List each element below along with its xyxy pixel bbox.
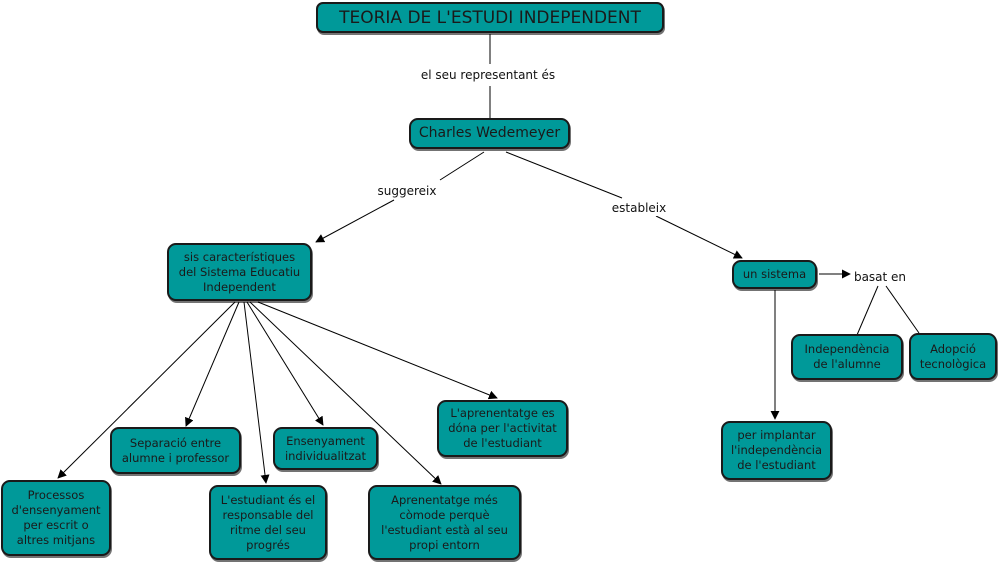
node-learner-independence[interactable]: Independència de l'alumne bbox=[791, 334, 903, 380]
link-char-to-activity bbox=[257, 301, 498, 400]
node-char-processes[interactable]: Processos d'ensenyament per escrit o alt… bbox=[1, 480, 111, 556]
link-char-to-rhythm bbox=[243, 301, 270, 484]
node-tech-adoption[interactable]: Adopció tecnològica bbox=[909, 333, 997, 380]
link-label-suggests: suggereix bbox=[374, 183, 440, 199]
node-implant[interactable]: per implantar l'independència de l'estud… bbox=[721, 421, 832, 480]
node-char-activity[interactable]: L'aprenentatge es dóna per l'activitat d… bbox=[437, 400, 568, 457]
link-wedemeyer-to-estableix bbox=[505, 151, 623, 199]
node-char-rhythm[interactable]: L'estudiant és el responsable del ritme … bbox=[209, 485, 327, 560]
link-char-to-comfort bbox=[249, 301, 442, 485]
node-char-comfort[interactable]: Aprenentatge més còmode perquè l'estudia… bbox=[368, 485, 521, 560]
node-system[interactable]: un sistema bbox=[732, 260, 817, 289]
link-suggereix-to-characteristics bbox=[315, 199, 395, 243]
link-char-to-processes bbox=[57, 301, 236, 479]
node-char-separation[interactable]: Separació entre alumne i professor bbox=[110, 427, 241, 474]
node-charles-wedemeyer[interactable]: Charles Wedemeyer bbox=[409, 118, 570, 149]
link-estableix-to-system bbox=[655, 215, 743, 259]
link-label-representative: el seu representant és bbox=[417, 67, 559, 83]
link-char-to-separation bbox=[185, 301, 240, 427]
link-basat-to-independence bbox=[856, 285, 879, 336]
link-char-to-individual bbox=[246, 301, 324, 426]
link-wedemeyer-to-suggereix bbox=[439, 151, 485, 181]
link-basat-to-adoption bbox=[885, 285, 920, 334]
node-title[interactable]: TEORIA DE L'ESTUDI INDEPENDENT bbox=[316, 2, 664, 33]
node-char-individual[interactable]: Ensenyament individualitzat bbox=[273, 427, 378, 470]
link-label-establishes: estableix bbox=[608, 200, 670, 216]
node-characteristics[interactable]: sis característiques del Sistema Educati… bbox=[167, 243, 312, 301]
link-label-based-on: basat en bbox=[850, 269, 910, 285]
